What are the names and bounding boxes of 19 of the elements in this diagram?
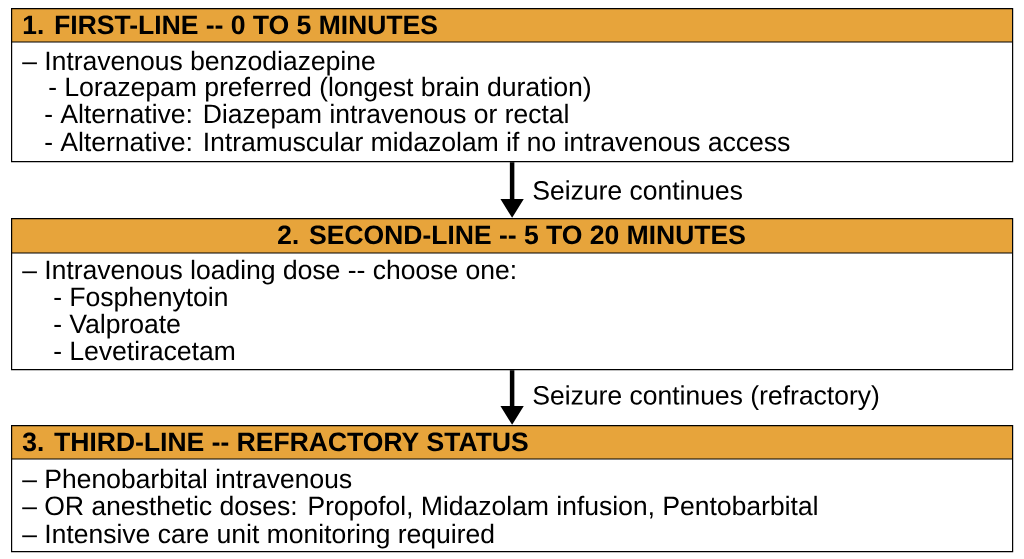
bullet-item: - Alternative: Intramuscular midazolam if no intravenous access bbox=[45, 131, 790, 152]
edge-label: Seizure continues bbox=[530, 178, 745, 202]
step-box bbox=[10, 8, 1014, 163]
bullet-item: – Intensive care unit monitoring required bbox=[22, 523, 494, 549]
step-box bbox=[10, 218, 1014, 371]
bullet-item: - Levetiracetam bbox=[54, 340, 235, 361]
bullet-item: - Fosphenytoin bbox=[54, 286, 227, 312]
step-header: 3. THIRD-LINE -- REFRACTORY STATUS bbox=[10, 425, 1013, 460]
step-header: 2. SECOND-LINE -- 5 TO 20 MINUTES bbox=[10, 218, 1013, 254]
step-box bbox=[10, 425, 1014, 553]
bullet-item: – OR anesthetic doses: Propofol, Midazolam infusion, Pentobarbital bbox=[22, 495, 817, 521]
edge-label: Seizure continues (refractory) bbox=[530, 383, 882, 412]
bullet-item: – Phenobarbital intravenous bbox=[22, 468, 352, 489]
bullet-item: - Alternative: Diazepam intravenous or rectal bbox=[45, 103, 568, 129]
bullet-item: – Intravenous loading dose -- choose one: bbox=[22, 259, 515, 285]
bullet-item: – Intravenous benzodiazepine bbox=[22, 50, 375, 76]
step-header: 1. FIRST-LINE -- 0 TO 5 MINUTES bbox=[10, 8, 1013, 43]
bullet-item: - Valproate bbox=[54, 313, 180, 339]
bullet-item: - Lorazepam preferred (longest brain duration) bbox=[49, 76, 590, 102]
